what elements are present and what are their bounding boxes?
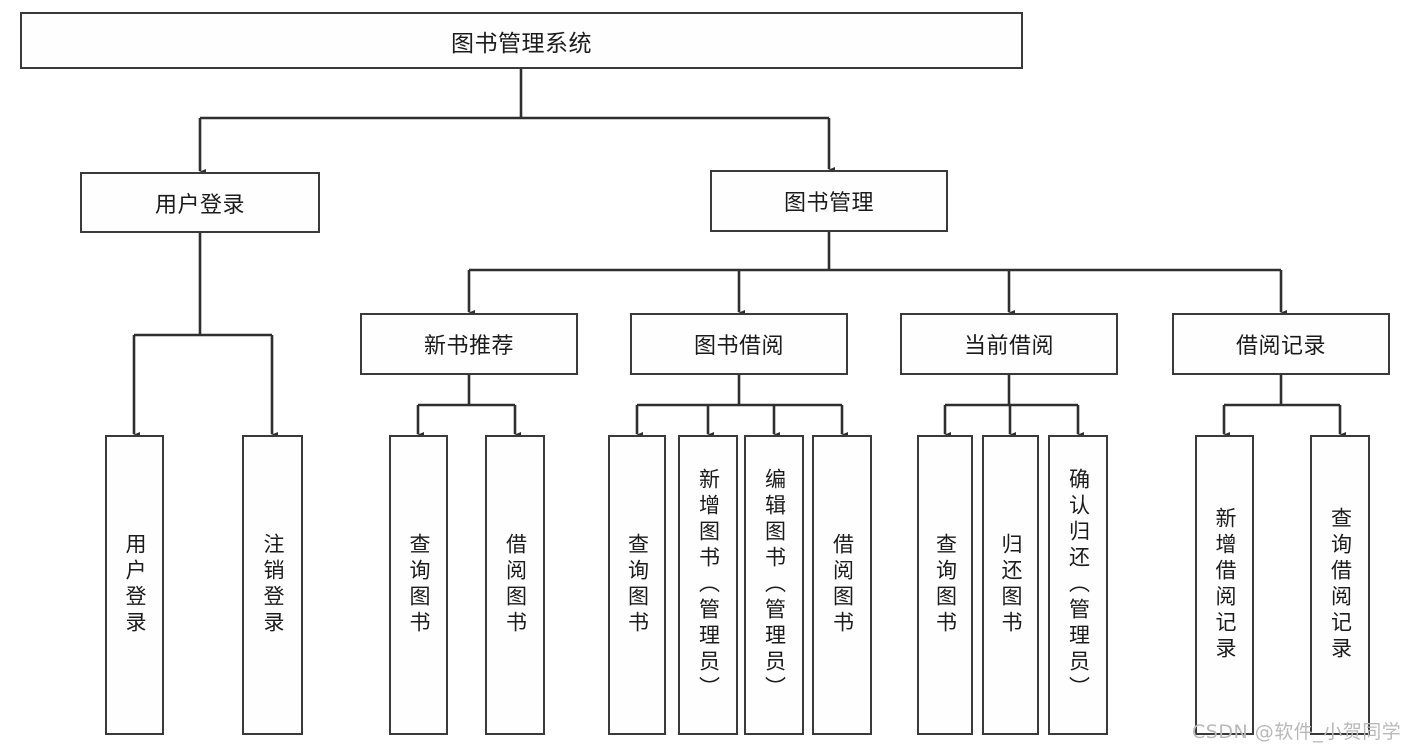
node-leaf-borrow-book-2[interactable]: 借阅图书 — [812, 435, 872, 735]
node-leaf-query-book-3[interactable]: 查询图书 — [917, 435, 973, 735]
node-user-login[interactable]: 用户登录 — [80, 172, 320, 233]
leaf-label: 归还图书 — [999, 533, 1023, 637]
watermark-text: CSDN @软件_小贺同学 — [1192, 721, 1402, 743]
node-book-borrow[interactable]: 图书借阅 — [630, 313, 848, 375]
node-borrow-record[interactable]: 借阅记录 — [1172, 313, 1390, 375]
node-current-borrow[interactable]: 当前借阅 — [900, 313, 1118, 375]
node-leaf-borrow-book-1[interactable]: 借阅图书 — [485, 435, 545, 735]
node-leaf-user-login[interactable]: 用户登录 — [105, 435, 164, 735]
node-leaf-query-book-1[interactable]: 查询图书 — [389, 435, 448, 735]
node-leaf-query-record[interactable]: 查询借阅记录 — [1310, 435, 1370, 735]
node-root[interactable]: 图书管理系统 — [20, 12, 1023, 69]
node-new-book-recommend[interactable]: 新书推荐 — [360, 313, 578, 375]
node-book-manage[interactable]: 图书管理 — [710, 170, 948, 232]
node-leaf-add-record[interactable]: 新增借阅记录 — [1195, 435, 1254, 735]
node-leaf-return-book[interactable]: 归还图书 — [982, 435, 1039, 735]
leaf-label: 确认归还（管理员） — [1066, 468, 1091, 702]
leaf-label: 查询图书 — [407, 533, 431, 637]
node-leaf-query-book-2[interactable]: 查询图书 — [608, 435, 666, 735]
leaf-label: 注销登录 — [261, 533, 285, 637]
leaf-label: 借阅图书 — [503, 533, 528, 637]
leaf-label: 编辑图书（管理员） — [762, 468, 787, 702]
leaf-label: 查询图书 — [933, 533, 958, 637]
node-leaf-edit-book[interactable]: 编辑图书（管理员） — [744, 435, 804, 735]
leaf-label: 查询图书 — [625, 533, 650, 637]
leaf-label: 查询借阅记录 — [1328, 507, 1353, 663]
leaf-label: 用户登录 — [123, 533, 147, 637]
node-leaf-add-book[interactable]: 新增图书（管理员） — [678, 435, 738, 735]
leaf-label: 借阅图书 — [830, 533, 855, 637]
node-leaf-logout[interactable]: 注销登录 — [242, 435, 303, 735]
leaf-label: 新增借阅记录 — [1213, 507, 1237, 663]
node-leaf-confirm-return[interactable]: 确认归还（管理员） — [1048, 435, 1108, 735]
leaf-label: 新增图书（管理员） — [696, 468, 721, 702]
